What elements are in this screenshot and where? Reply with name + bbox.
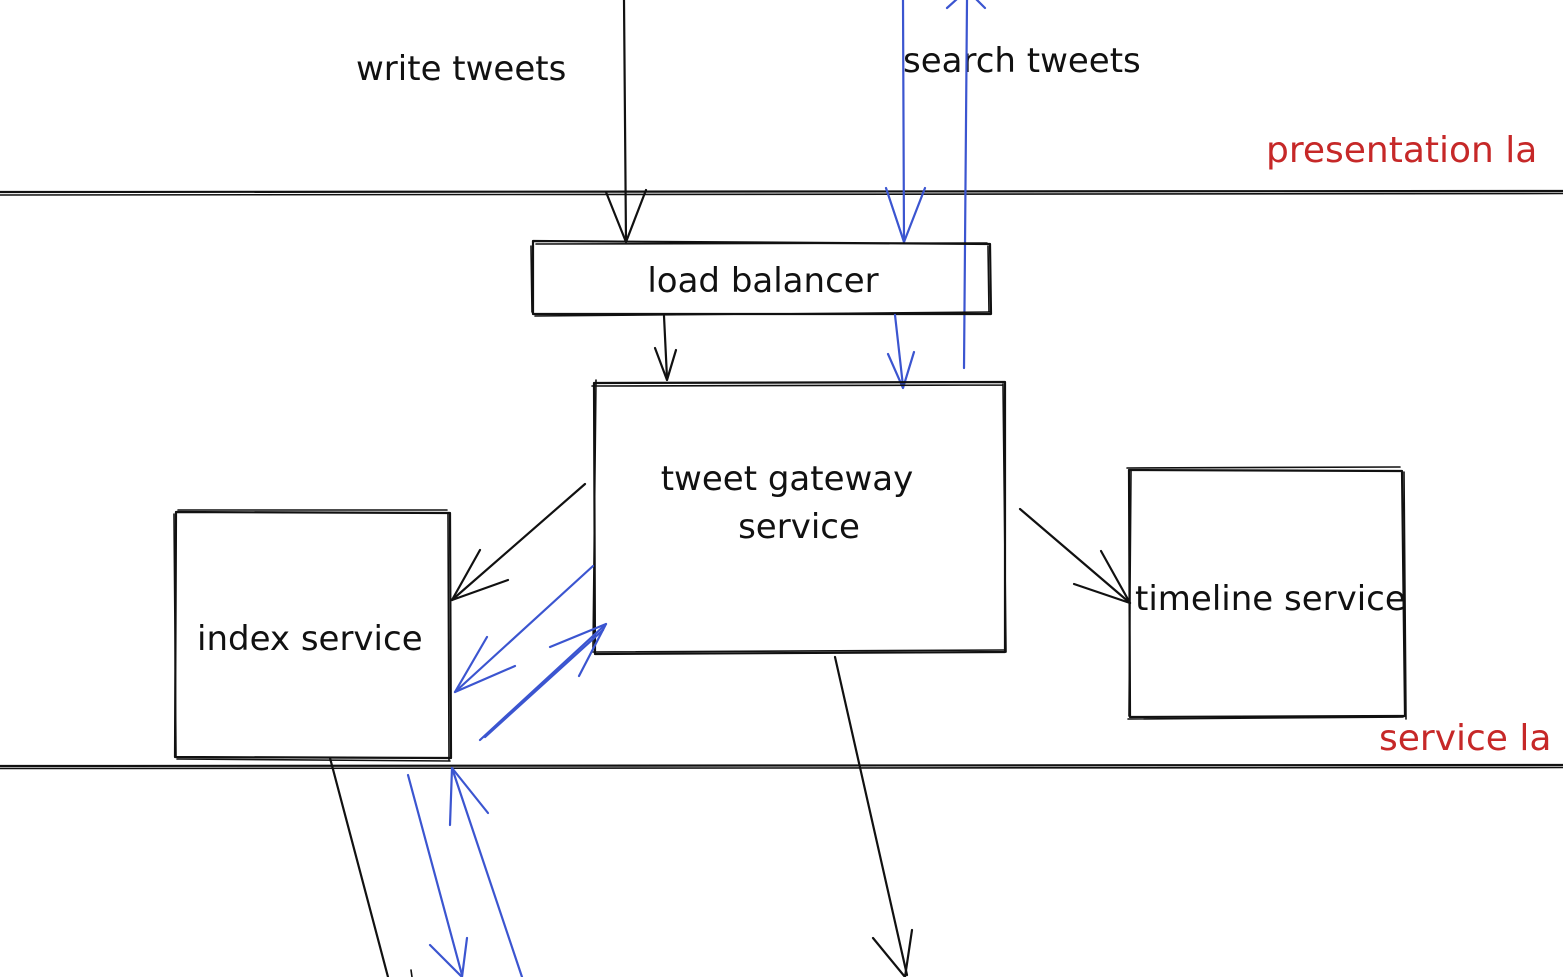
index-service-node: index service [173, 509, 453, 762]
gateway-to-index-arrow [450, 482, 587, 602]
write-tweets-label: write tweets [356, 49, 566, 89]
presentation-layer-divider [0, 189, 1563, 196]
timeline-service-node: timeline service [1126, 466, 1407, 720]
load-balancer-node: load balancer [530, 239, 993, 317]
presentation-layer-label: presentation la [1266, 130, 1537, 171]
timeline-service-label: timeline service [1135, 579, 1406, 619]
gateway-to-timeline-arrow [1018, 507, 1132, 605]
gateway-to-data-arrow [833, 655, 914, 977]
tweet-gateway-label-line2: service [738, 507, 860, 547]
write-tweets-arrow [604, 0, 648, 244]
load-balancer-label: load balancer [647, 261, 878, 301]
index-service-label: index service [197, 619, 423, 659]
lb-to-gateway-write-arrow [653, 314, 678, 382]
tweet-gateway-service-node: tweet gateway service [591, 379, 1007, 656]
search-response-arrow [945, 0, 987, 370]
service-layer-divider [0, 763, 1563, 770]
service-layer-label: service la [1379, 718, 1551, 759]
search-request-arrow [884, 0, 927, 244]
gateway-to-index-search-arrow [453, 564, 595, 694]
tweet-gateway-label-line1: tweet gateway [661, 459, 914, 499]
index-to-data-search-arrow [406, 773, 469, 977]
search-tweets-label: search tweets [903, 41, 1141, 81]
data-arrow-stub [410, 969, 413, 977]
index-to-data-arrow [328, 756, 390, 977]
index-to-gateway-search-arrow [478, 622, 608, 742]
lb-to-gateway-search-arrow [886, 313, 916, 390]
data-to-index-search-arrow [448, 766, 524, 977]
